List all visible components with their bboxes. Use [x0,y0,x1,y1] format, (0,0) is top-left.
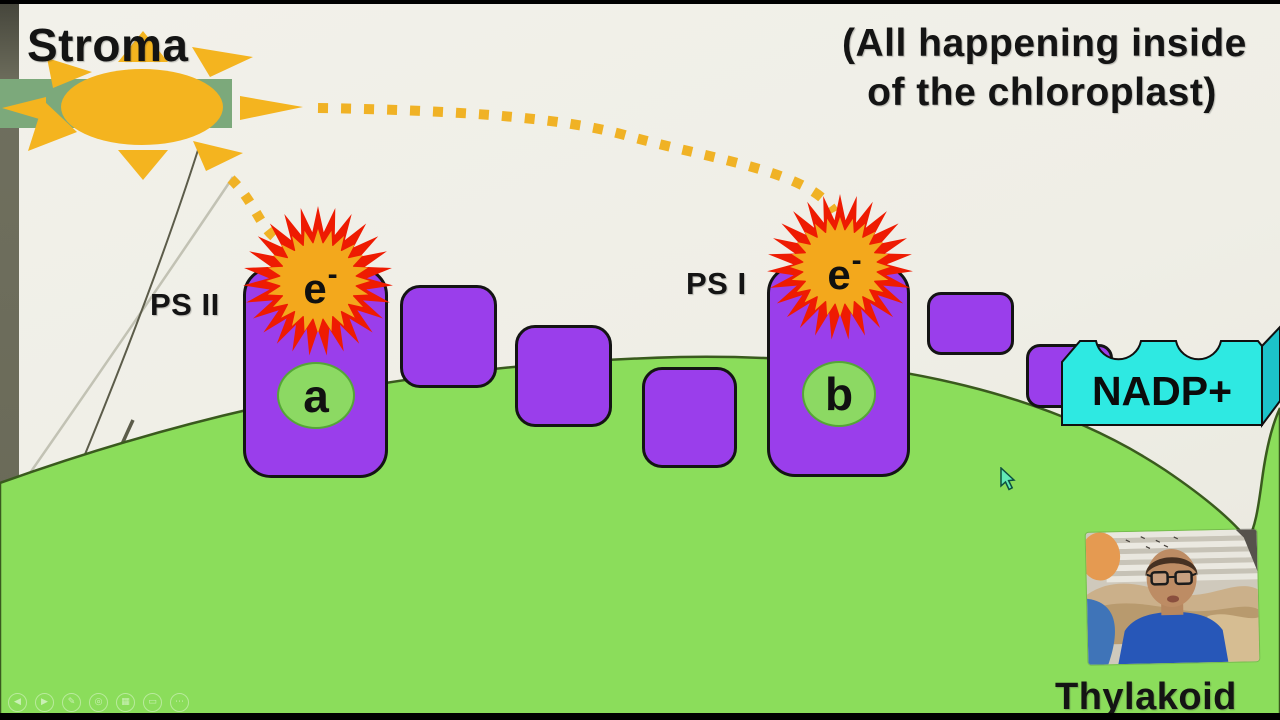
membrane-protein [927,292,1014,355]
grass-stem-dark [63,149,199,506]
ps2-label: PS II [150,287,220,322]
show-all-slides-icon[interactable]: ▦ [116,693,135,712]
chlorophyll-b-label: b [824,368,854,420]
letterbox-bottom [0,713,1280,720]
tapestry-orange-patch [1085,532,1121,581]
thylakoid-label: Thylakoid [1055,676,1237,718]
letterbox-top [0,0,1280,4]
more-options-icon[interactable]: ⋯ [170,693,189,712]
electron-label-ps2: e- [303,258,338,312]
sun-icon [2,31,303,180]
previous-slide-icon[interactable]: ◀ [8,693,27,712]
nadp-label: NADP+ [1091,368,1233,414]
membrane-protein [642,367,737,468]
chlorophyll-a-circle: a [277,362,355,429]
tapestry-blue-fabric [1087,598,1115,665]
curtain-edge [1235,529,1258,572]
chloroplast-note-line1: (All happening inside [842,22,1247,65]
membrane-protein [515,325,612,427]
laser-pointer-icon[interactable]: ◎ [89,693,108,712]
ps1-label: PS I [686,266,747,301]
chlorophyll-a-label: a [303,369,329,422]
electron-label-ps1: e- [827,244,862,298]
chlorophyll-b-circle: b [802,361,876,427]
zoom-tool-icon[interactable]: ▭ [143,693,162,712]
mouse-cursor [1000,467,1016,491]
electron-burst-ps1 [767,194,913,340]
membrane-protein [400,285,497,388]
electron-burst-ps2 [243,206,393,356]
pen-tool-icon[interactable]: ✎ [62,693,81,712]
slideshow-toolbar: ◀ ▶ ✎ ◎ ▦ ▭ ⋯ [8,693,189,712]
presenter-webcam-video [1085,529,1260,665]
presenter-person [1118,549,1229,665]
stroma-label: Stroma [27,19,189,71]
chloroplast-note-line2: of the chloroplast) [867,71,1217,114]
nadp-receptor-shape [1061,325,1280,428]
grass-stem-light [0,176,235,517]
next-slide-icon[interactable]: ▶ [35,693,54,712]
